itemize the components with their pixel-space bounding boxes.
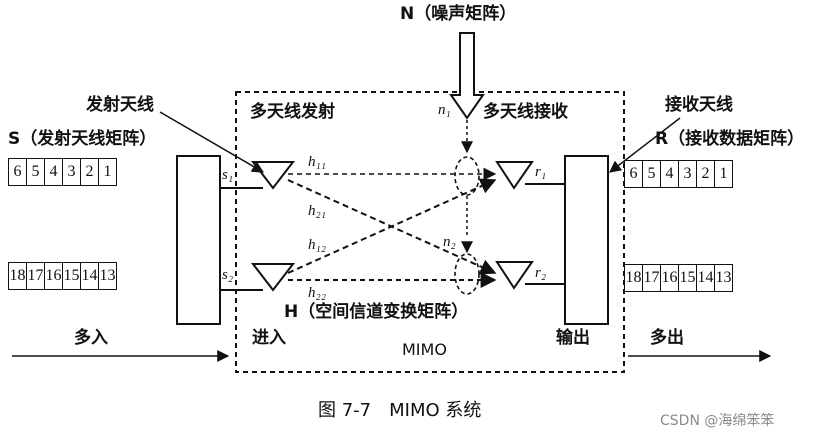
stream-cell: 15 bbox=[679, 265, 697, 291]
noise-arrow bbox=[449, 32, 485, 120]
multi-in-label: 多入 bbox=[74, 328, 108, 348]
noise-ellipse-1 bbox=[454, 156, 480, 196]
enter-label: 进入 bbox=[252, 328, 286, 348]
stream-cell: 17 bbox=[27, 263, 45, 289]
s2-label: s₂ bbox=[222, 267, 234, 283]
rx-antenna-2 bbox=[495, 261, 534, 290]
stream-cell: 5 bbox=[643, 161, 661, 187]
receiver-block bbox=[564, 155, 609, 325]
h21-label: h₂₁ bbox=[308, 203, 326, 219]
h11-label: h₁₁ bbox=[308, 154, 326, 170]
stream-cell: 13 bbox=[99, 267, 116, 284]
stream-cell: 4 bbox=[45, 159, 63, 185]
tx-antenna-1 bbox=[250, 161, 296, 190]
tx-antenna-pointer bbox=[159, 111, 265, 173]
rx-antenna-label: 接收天线 bbox=[665, 95, 733, 115]
stream-cell: 1 bbox=[719, 165, 728, 182]
r2-label: r₂ bbox=[535, 265, 547, 281]
stream-cell: 6 bbox=[9, 159, 27, 185]
stream-cell: 2 bbox=[697, 161, 715, 187]
stream-cell: 16 bbox=[45, 263, 63, 289]
stream-cell: 2 bbox=[81, 159, 99, 185]
rx-antenna-1 bbox=[495, 161, 534, 190]
noise-ellipse-2 bbox=[454, 253, 480, 295]
stream-cell: 1 bbox=[103, 163, 112, 180]
stream-cell: 6 bbox=[625, 161, 643, 187]
stream-cell: 13 bbox=[715, 269, 732, 286]
noise-matrix-label: N（噪声矩阵） bbox=[400, 4, 517, 24]
stream-cell: 18 bbox=[9, 263, 27, 289]
stream-cell: 16 bbox=[661, 265, 679, 291]
r-matrix-label: R（接收数据矩阵） bbox=[655, 129, 805, 149]
stream-cell: 15 bbox=[63, 263, 81, 289]
s-matrix-label: S（发射天线矩阵） bbox=[8, 129, 157, 149]
channel-h12 bbox=[287, 178, 497, 274]
tx-antenna-label: 发射天线 bbox=[86, 95, 154, 115]
h12-label: h₁₂ bbox=[308, 237, 326, 253]
rx-stream-top: 6 5 4 3 2 1 bbox=[624, 160, 733, 188]
stream-cell: 4 bbox=[661, 161, 679, 187]
multi-rx-label: 多天线接收 bbox=[483, 102, 568, 122]
mimo-label: MIMO bbox=[402, 340, 447, 359]
figure-caption: 图 7-7 MIMO 系统 bbox=[318, 400, 482, 421]
multi-out-label: 多出 bbox=[650, 328, 684, 348]
stream-cell: 3 bbox=[679, 161, 697, 187]
output-label: 输出 bbox=[556, 328, 590, 348]
h22-label: h₂₂ bbox=[308, 285, 326, 301]
rx-stream-bottom: 18 17 16 15 14 13 bbox=[624, 264, 733, 292]
r1-label: r₁ bbox=[535, 164, 547, 180]
stream-cell: 14 bbox=[81, 263, 99, 289]
tx-stream-bottom: 18 17 16 15 14 13 bbox=[8, 262, 117, 290]
stream-cell: 3 bbox=[63, 159, 81, 185]
n2-label: n₂ bbox=[443, 234, 456, 250]
multi-tx-label: 多天线发射 bbox=[250, 102, 335, 122]
s1-label: s₁ bbox=[222, 167, 234, 183]
tx-stream-top: 6 5 4 3 2 1 bbox=[8, 158, 117, 186]
n1-label: n₁ bbox=[438, 102, 451, 118]
transmitter-block bbox=[176, 155, 221, 325]
stream-cell: 14 bbox=[697, 265, 715, 291]
stream-cell: 17 bbox=[643, 265, 661, 291]
tx-antenna-2 bbox=[250, 263, 296, 292]
h-matrix-label: H（空间信道变换矩阵） bbox=[284, 302, 469, 322]
stream-cell: 5 bbox=[27, 159, 45, 185]
watermark: CSDN @海绵笨笨 bbox=[660, 413, 775, 429]
rx-antenna-pointer bbox=[609, 117, 681, 173]
stream-cell: 18 bbox=[625, 265, 643, 291]
mimo-boundary bbox=[235, 91, 625, 373]
